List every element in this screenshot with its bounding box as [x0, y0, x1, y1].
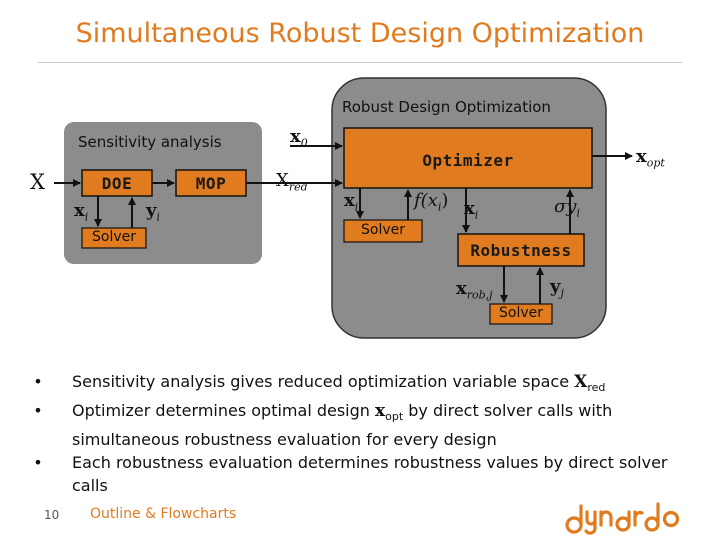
- mop-label: MOP: [195, 174, 227, 193]
- footer-link[interactable]: Outline & Flowcharts: [90, 506, 237, 522]
- solver2-box: [343, 219, 423, 243]
- math-xi-doe: xi: [74, 200, 89, 224]
- solver1-label: Solver: [92, 229, 136, 245]
- rdo-label: Robust Design Optimization: [342, 98, 551, 116]
- solver3-label: Solver: [499, 305, 543, 321]
- math-yi-doe: yi: [146, 200, 160, 224]
- math-x-input: X: [30, 170, 45, 194]
- bullet-list: • Sensitivity analysis gives reduced opt…: [28, 370, 708, 497]
- math-sigma-yi: σyi: [554, 196, 580, 220]
- robustness-label: Robustness: [470, 241, 572, 260]
- doe-box: [81, 169, 153, 197]
- title-divider: [38, 62, 682, 63]
- math-yj: yj: [550, 276, 564, 300]
- bullet-item: • Sensitivity analysis gives reduced opt…: [33, 372, 606, 395]
- bullet-item: • Each robustness evaluation determines …: [33, 453, 668, 496]
- dynardo-logo: [565, 502, 680, 535]
- math-xopt: xopt: [636, 146, 665, 170]
- math-xred: Xred: [276, 170, 308, 194]
- solver3-box: [489, 303, 553, 325]
- bullet-item: • Optimizer determines optimal design xo…: [33, 401, 613, 450]
- solver2-label: Solver: [361, 222, 405, 238]
- robustness-box: [457, 233, 585, 267]
- rdo-flowchart: [54, 77, 633, 339]
- math-xi-opt: xi: [344, 190, 359, 214]
- solver1-box: [81, 227, 147, 249]
- mop-box: [175, 169, 247, 197]
- optimizer-box: [343, 127, 593, 189]
- math-fxi: f(xi): [414, 190, 449, 214]
- doe-label: DOE: [101, 174, 133, 193]
- slide-title: Simultaneous Robust Design Optimization: [75, 18, 645, 49]
- sensitivity-label: Sensitivity analysis: [78, 133, 222, 151]
- page-number: 10: [44, 508, 60, 522]
- math-xrobj: xrob,j: [456, 278, 493, 302]
- math-xi-rob: xi: [464, 198, 479, 222]
- optimizer-label: Optimizer: [422, 151, 514, 170]
- math-x0: x0: [290, 126, 308, 150]
